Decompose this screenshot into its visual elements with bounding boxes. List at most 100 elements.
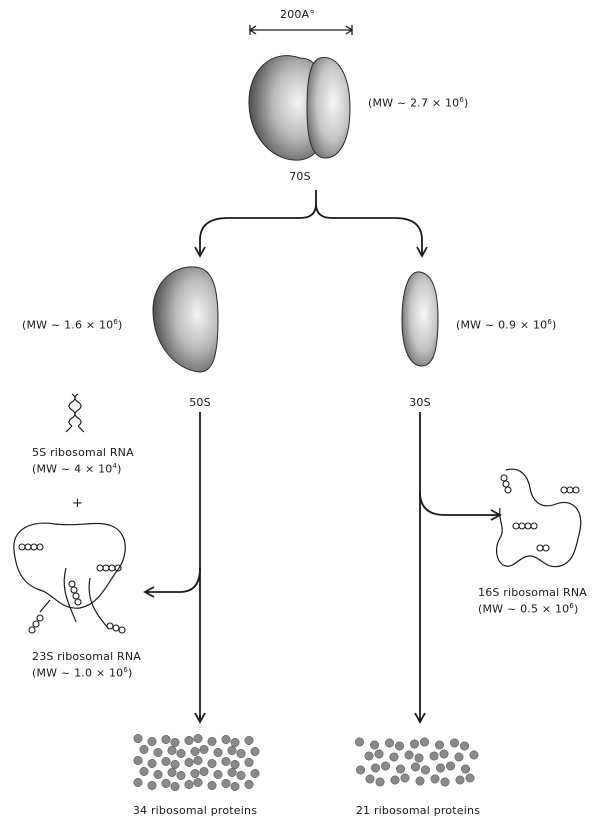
protein-dot [191,769,199,777]
protein-dot [435,741,443,749]
protein-dot [194,778,202,786]
label-30s: 30S [409,396,431,409]
label-50s: 50S [189,396,211,409]
protein-dot [231,760,239,768]
protein-dot [148,759,156,767]
label-16s-rna: 16S ribosomal RNA [478,586,587,599]
mw-23s-rna: (MW ~ 1.0 × 106) [32,666,133,680]
label-70s: 70S [289,170,311,183]
protein-dot [191,747,199,755]
protein-dot [200,745,208,753]
scale-bar [250,25,352,35]
proteins-30s-cluster [355,738,478,786]
protein-dot [356,766,364,774]
mw-5s-rna: (MW ~ 4 × 104) [32,462,122,476]
protein-dot [371,764,379,772]
protein-dot [222,779,230,787]
protein-dot [436,764,444,772]
protein-dot [456,776,464,784]
protein-dot [455,753,463,761]
protein-dot [154,770,162,778]
rna-16s-helices [501,475,579,551]
subunit-50s-shape [153,267,218,372]
protein-dot [430,752,438,760]
protein-dot [355,738,363,746]
protein-dot [416,777,424,785]
protein-dot [385,739,393,747]
protein-dot [222,757,230,765]
protein-dot [214,748,222,756]
protein-dot [162,735,170,743]
label-5s-rna: 5S ribosomal RNA [32,446,134,459]
proteins-50s-cluster [134,734,259,790]
down-arrows [145,412,500,722]
protein-dot [470,751,478,759]
mw-30s: (MW ~ 0.9 × 106) [456,318,557,332]
split-arrows [200,190,422,256]
protein-dot [381,762,389,770]
mw-70s: (MW ~ 2.7 × 106) [368,96,469,110]
protein-dot [245,780,253,788]
protein-dot [231,738,239,746]
protein-dot [168,768,176,776]
protein-dot [185,780,193,788]
protein-dot [441,778,449,786]
protein-dot [251,769,259,777]
protein-dot [208,737,216,745]
protein-dot [140,767,148,775]
protein-dot [466,774,474,782]
protein-dot [391,776,399,784]
protein-dot [411,763,419,771]
protein-dot [208,781,216,789]
protein-dot [446,762,454,770]
protein-dot [421,766,429,774]
label-21-proteins: 21 ribosomal proteins [356,804,480,817]
protein-dot [185,736,193,744]
protein-dot [214,770,222,778]
label-23s-rna: 23S ribosomal RNA [32,650,141,663]
protein-dot [390,753,398,761]
protein-dot [396,765,404,773]
protein-dot [140,745,148,753]
mw-50s: (MW ~ 1.6 × 106) [22,318,123,332]
protein-dot [366,775,374,783]
protein-dot [376,778,384,786]
subunit-30s-shape [402,272,438,366]
scale-label: 200A° [280,8,315,21]
label-34-proteins: 34 ribosomal proteins [133,804,257,817]
protein-dot [171,782,179,790]
protein-dot [405,751,413,759]
protein-dot [431,775,439,783]
protein-dot [185,758,193,766]
rna-23s-shape [14,523,125,628]
protein-dot [401,774,409,782]
protein-dot [395,742,403,750]
protein-dot [168,746,176,754]
protein-dot [245,736,253,744]
protein-dot [251,747,259,755]
protein-dot [460,742,468,750]
protein-dot [154,748,162,756]
protein-dot [162,757,170,765]
protein-dot [410,740,418,748]
protein-dot [450,739,458,747]
protein-dot [194,734,202,742]
protein-dot [162,779,170,787]
protein-dot [134,756,142,764]
protein-dot [231,782,239,790]
protein-dot [177,749,185,757]
protein-dot [222,735,230,743]
protein-dot [148,737,156,745]
protein-dot [171,738,179,746]
protein-dot [171,760,179,768]
ribosome-70s-shape [249,56,350,161]
protein-dot [370,741,378,749]
protein-dot [245,758,253,766]
protein-dot [461,765,469,773]
protein-dot [194,756,202,764]
rna-5s-shape [66,394,84,432]
protein-dot [148,781,156,789]
protein-dot [134,734,142,742]
